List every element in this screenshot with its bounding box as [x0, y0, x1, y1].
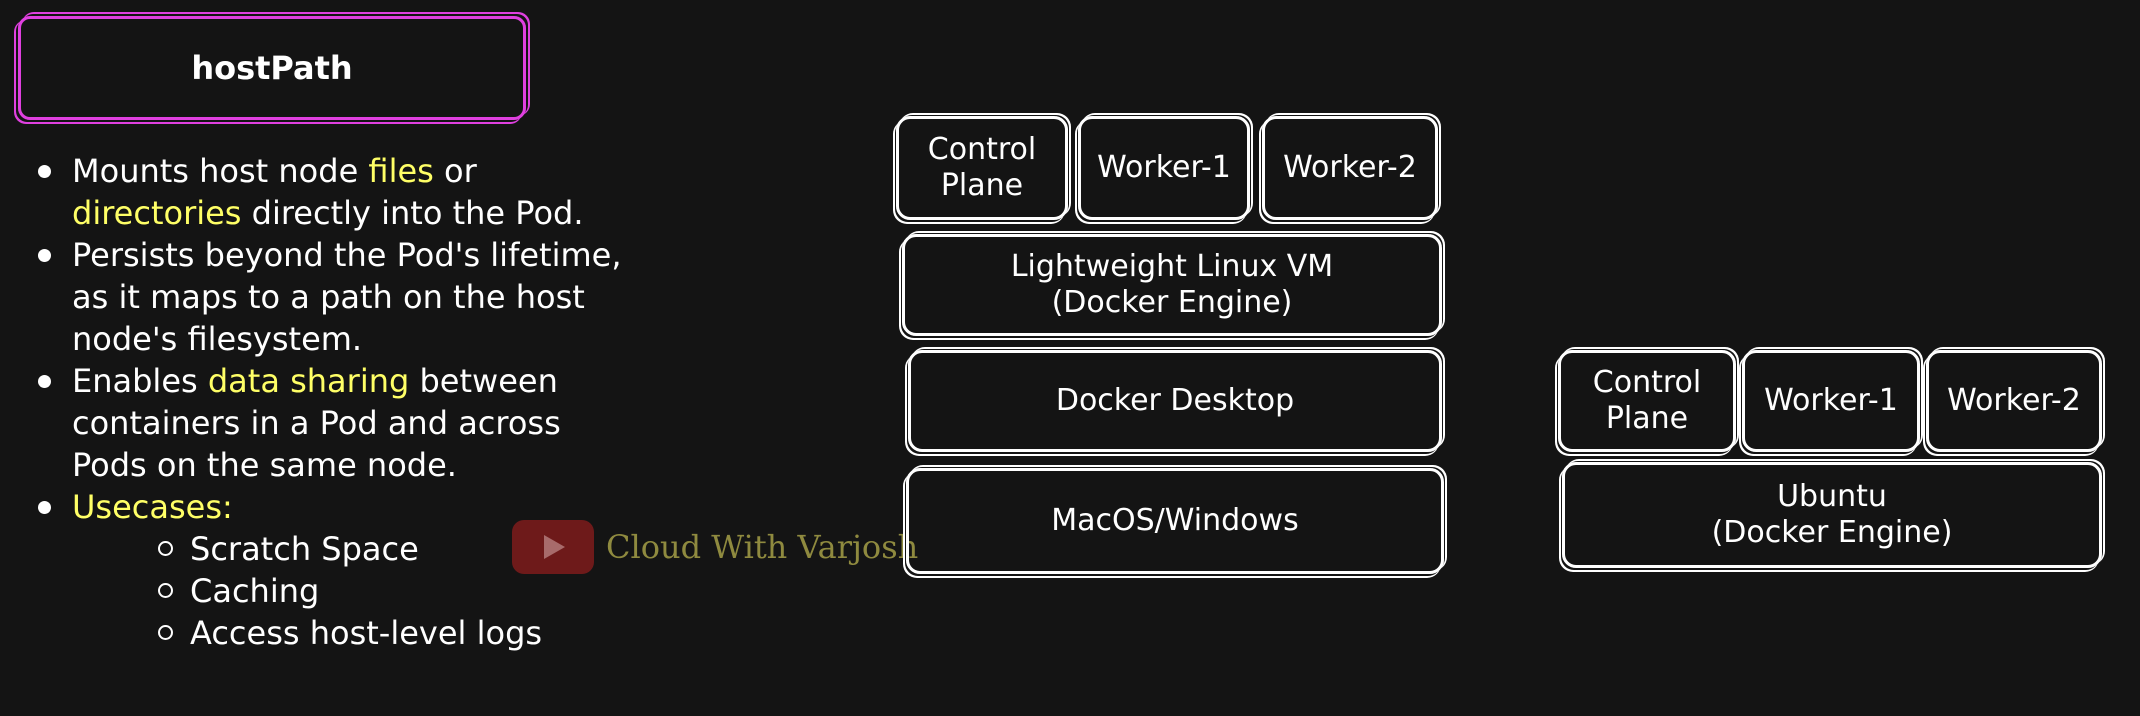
bullet-text: between containers in a Pod and across P… [72, 362, 561, 484]
control-plane-node-box: Control Plane [896, 116, 1068, 220]
control-plane-node-box: Control Plane [1558, 350, 1736, 452]
bullet-item: Persists beyond the Pod's lifetime, as i… [38, 234, 642, 360]
ubuntu-box: Ubuntu (Docker Engine) [1562, 462, 2102, 568]
bullet-text: Persists beyond the Pod's lifetime, as i… [72, 236, 622, 358]
watermark: Cloud With Varjosh [512, 520, 918, 574]
watermark-text: Cloud With Varjosh [606, 528, 919, 566]
bullet-text: Mounts host node [72, 152, 369, 190]
worker-1-node-box: Worker-1 [1742, 350, 1920, 452]
worker-2-node-box: Worker-2 [1262, 116, 1438, 220]
worker-2-node-box: Worker-2 [1926, 350, 2102, 452]
title-box: hostPath [18, 16, 526, 120]
host-os-box: MacOS/Windows [906, 468, 1444, 574]
bullet-item: Enables data sharing between containers … [38, 360, 642, 486]
bullet-text: Enables [72, 362, 208, 400]
usecases-list: Scratch Space Caching Access host-level … [72, 528, 642, 654]
docker-desktop-box: Docker Desktop [908, 350, 1442, 452]
highlight-text: data sharing [207, 362, 410, 400]
bullet-list: Mounts host node files or directories di… [30, 150, 642, 654]
youtube-play-icon [512, 520, 594, 574]
highlight-text: directories [72, 194, 242, 232]
usecase-item: Access host-level logs [158, 612, 642, 654]
linux-vm-box: Lightweight Linux VM (Docker Engine) [902, 234, 1442, 336]
bullet-item: Usecases: Scratch Space Caching Access h… [38, 486, 642, 654]
worker-1-node-box: Worker-1 [1078, 116, 1250, 220]
bullet-item: Mounts host node files or directories di… [38, 150, 642, 234]
highlight-text: files [368, 152, 434, 190]
usecase-item: Caching [158, 570, 642, 612]
usecase-item: Scratch Space [158, 528, 642, 570]
bullet-text: directly into the Pod. [241, 194, 584, 232]
page-title: hostPath [191, 49, 353, 87]
bullet-text: or [433, 152, 477, 190]
usecases-label: Usecases: [72, 488, 233, 526]
